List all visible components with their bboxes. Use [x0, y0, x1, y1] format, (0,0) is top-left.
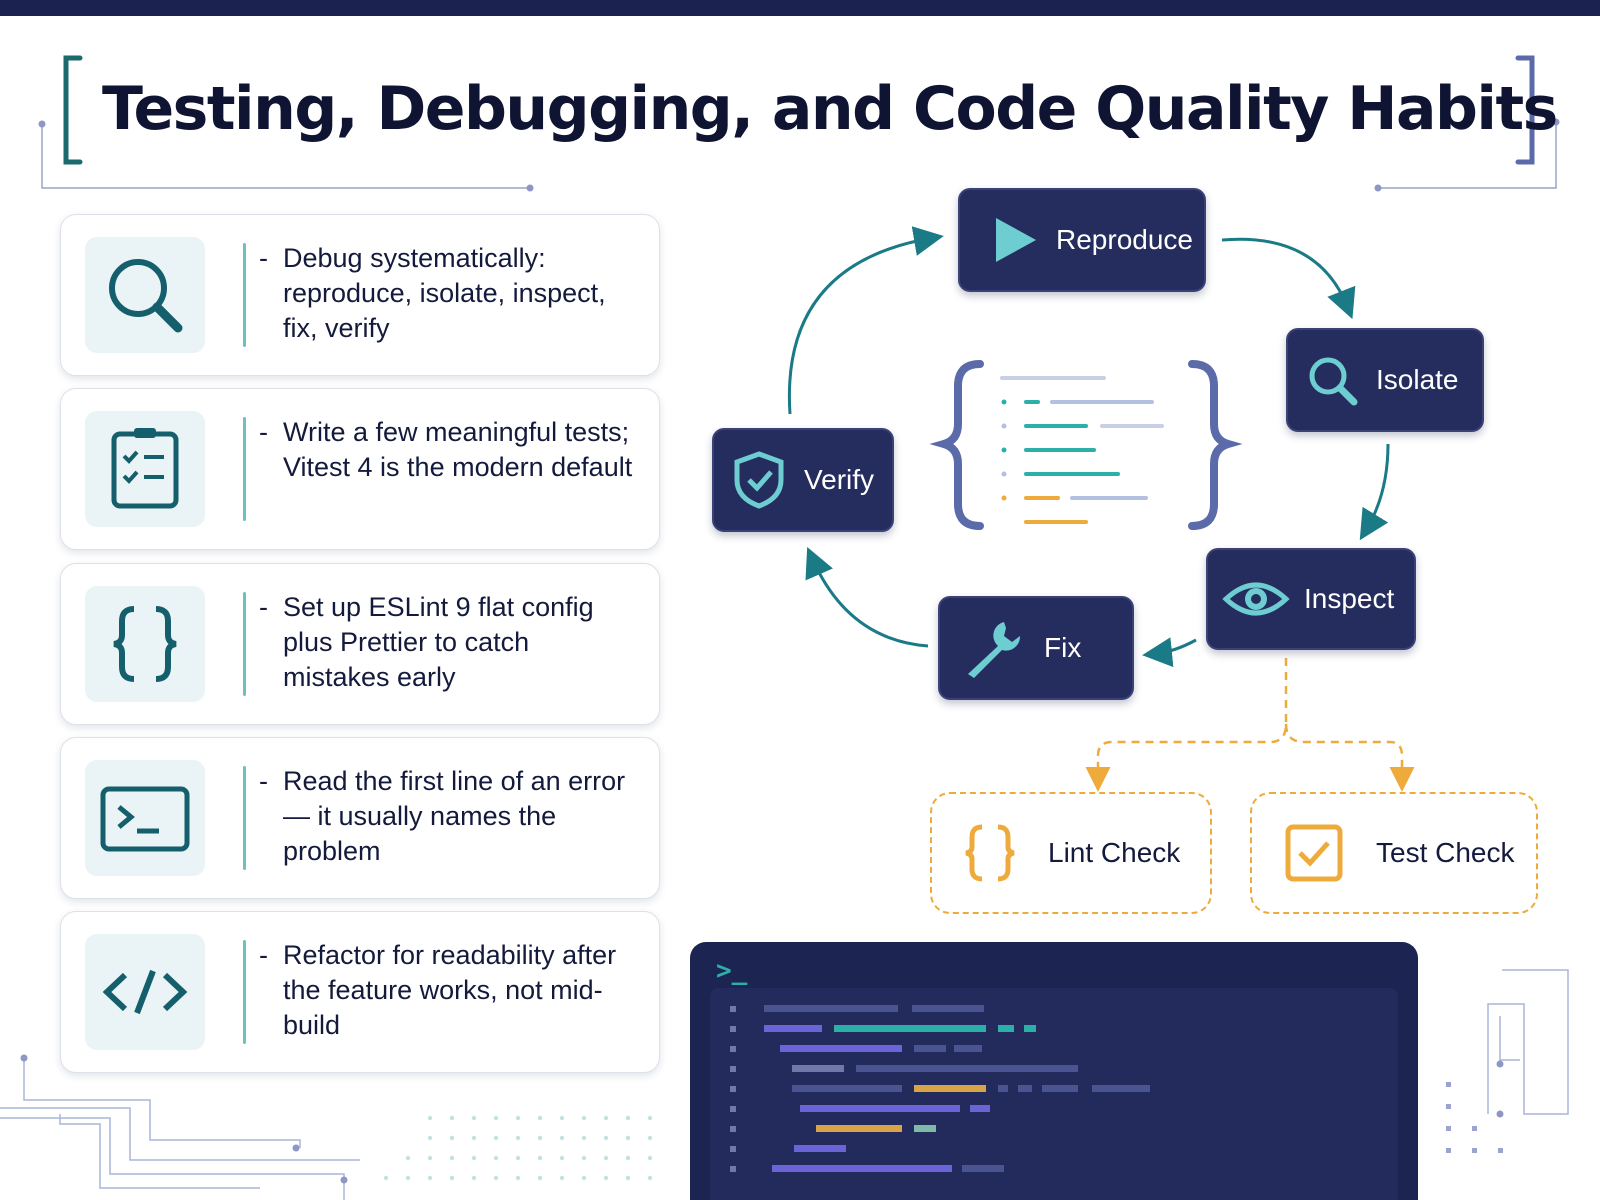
- step-isolate: Isolate: [1286, 328, 1484, 432]
- habit-text: -Write a few meaningful tests; Vitest 4 …: [259, 417, 633, 482]
- habit-text: -Refactor for readability after the feat…: [259, 940, 617, 1040]
- habit-card: -Debug systematically: reproduce, isolat…: [60, 214, 660, 376]
- terminal-window: >_: [690, 942, 1418, 1200]
- check-label: Test Check: [1376, 837, 1515, 868]
- test-check-box: Test Check: [1250, 792, 1538, 914]
- curly-braces-icon: [85, 586, 205, 702]
- code-brackets-icon: [85, 934, 205, 1050]
- arrow-verify-reproduce: [787, 226, 944, 415]
- card-divider: [243, 243, 246, 347]
- play-icon: [960, 212, 1056, 268]
- habit-text: -Set up ESLint 9 flat config plus Pretti…: [259, 592, 594, 692]
- arrow-reproduce-isolate: [1221, 237, 1356, 320]
- step-verify: Verify: [712, 428, 894, 532]
- habit-text: -Read the first line of an error — it us…: [259, 766, 626, 866]
- step-label: Fix: [1044, 632, 1082, 663]
- terminal-prompt: >_: [716, 956, 748, 986]
- habit-card: -Write a few meaningful tests; Vitest 4 …: [60, 388, 660, 550]
- arrow-fix-verify: [805, 547, 929, 648]
- checkbox-icon: [1252, 821, 1376, 885]
- dashed-branch: [1085, 658, 1288, 792]
- card-divider: [243, 766, 246, 870]
- card-divider: [243, 417, 246, 521]
- habit-card: -Set up ESLint 9 flat config plus Pretti…: [60, 563, 660, 725]
- step-label: Verify: [804, 464, 875, 495]
- wrench-icon: [940, 616, 1044, 680]
- step-label: Reproduce: [1056, 224, 1193, 255]
- eye-icon: [1208, 575, 1304, 623]
- check-label: Lint Check: [1048, 837, 1181, 868]
- lint-check-box: Lint Check: [930, 792, 1212, 914]
- step-inspect: Inspect: [1206, 548, 1416, 650]
- shield-check-icon: [714, 450, 804, 510]
- arrow-inspect-fix: [1142, 637, 1197, 668]
- arrow-isolate-inspect: [1359, 443, 1390, 541]
- step-fix: Fix: [938, 596, 1134, 700]
- card-divider: [243, 940, 246, 1044]
- habit-card: -Refactor for readability after the feat…: [60, 911, 660, 1073]
- code-lines-graphic: [730, 1005, 1150, 1172]
- step-label: Inspect: [1304, 583, 1395, 614]
- habit-text: -Debug systematically: reproduce, isolat…: [259, 243, 606, 343]
- terminal-code: [710, 988, 1398, 1200]
- top-bar: [0, 0, 1600, 16]
- magnifier-icon: [85, 237, 205, 353]
- code-braces-graphic: [929, 360, 1243, 530]
- terminal-prompt-icon: [85, 760, 205, 876]
- habit-card: -Read the first line of an error — it us…: [60, 737, 660, 899]
- step-label: Isolate: [1376, 364, 1459, 395]
- card-divider: [243, 592, 246, 696]
- clipboard-checklist-icon: [85, 411, 205, 527]
- page-title: Testing, Debugging, and Code Quality Hab…: [102, 74, 1558, 144]
- step-reproduce: Reproduce: [958, 188, 1206, 292]
- search-icon: [1288, 352, 1376, 408]
- curly-braces-icon: [932, 821, 1048, 885]
